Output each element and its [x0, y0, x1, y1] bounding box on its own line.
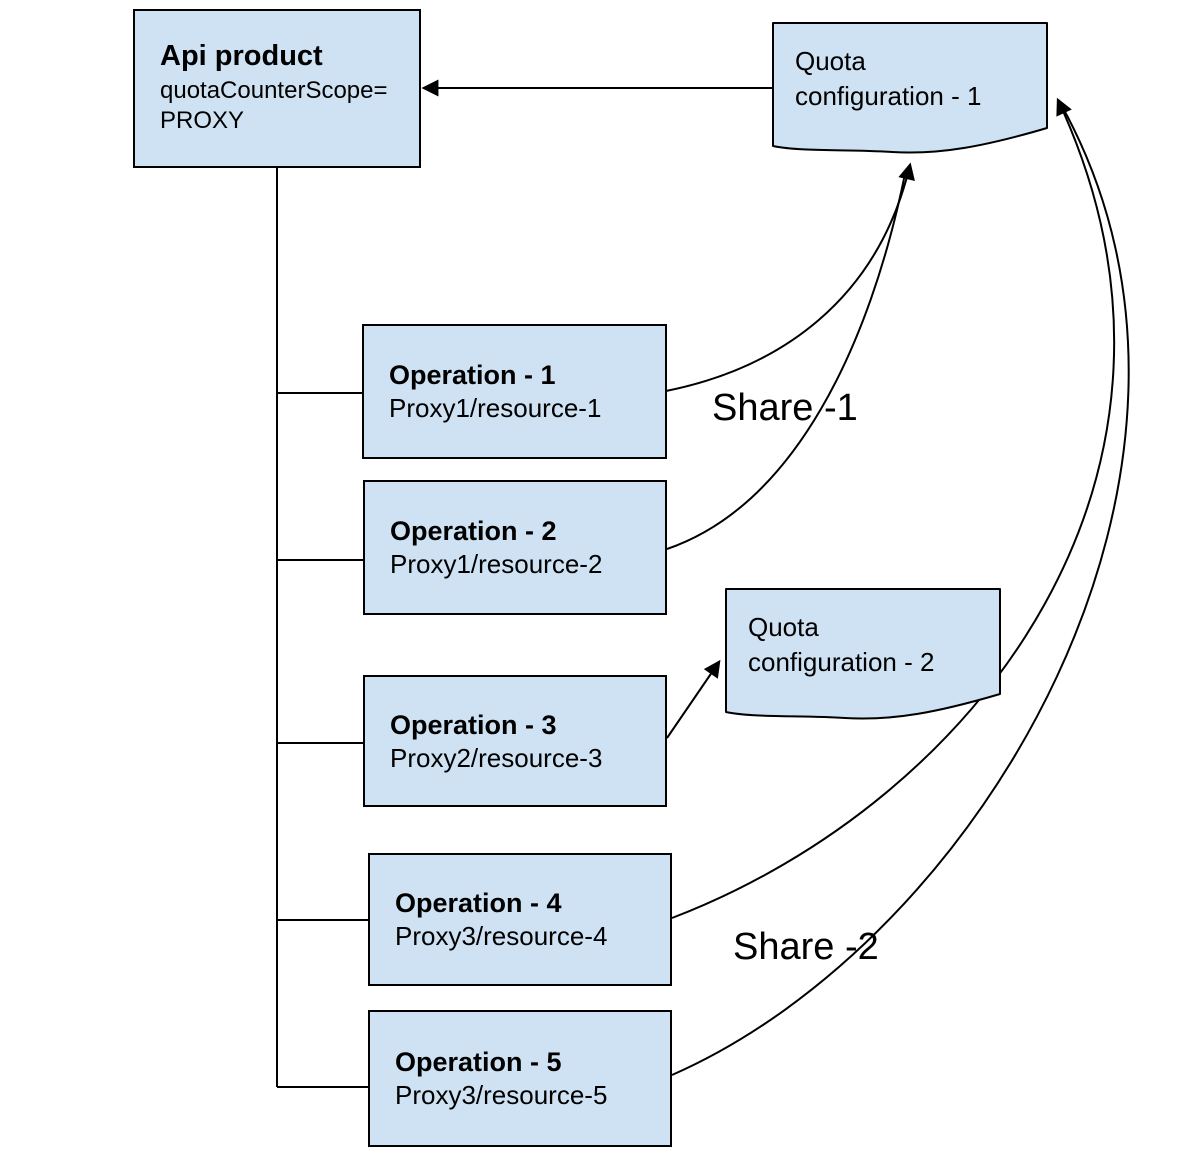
share-1-label: Share -1: [712, 387, 858, 429]
operation-1-box: Operation - 1 Proxy1/resource-1: [362, 324, 667, 459]
edge-operation-4-to-quota1: [671, 97, 1116, 919]
operation-1-title: Operation - 1: [389, 360, 556, 390]
operation-4-title: Operation - 4: [395, 888, 562, 918]
api-product-attr-line1: quotaCounterScope=: [160, 77, 388, 104]
api-product-title: Api product: [160, 40, 323, 72]
quota-config-1-box: Quota configuration - 1: [772, 22, 1048, 164]
quota-config-1-line1: Quota: [795, 46, 866, 76]
operation-3-subtitle: Proxy2/resource-3: [390, 742, 603, 773]
operation-1-subtitle: Proxy1/resource-1: [389, 393, 602, 423]
share-2-label: Share -2: [733, 926, 879, 968]
operation-2-box: Operation - 2 Proxy1/resource-2: [363, 480, 667, 615]
operation-4-box: Operation - 4 Proxy3/resource-4: [368, 853, 672, 986]
quota-config-1-line2: configuration - 1: [795, 81, 982, 111]
operation-3-box: Operation - 3 Proxy2/resource-3: [363, 675, 667, 807]
edge-operation-2-to-quota1: [666, 173, 906, 550]
quota-config-2-box: Quota configuration - 2: [725, 588, 1001, 730]
document-shape-icon: [772, 22, 1048, 154]
edge-operation-3-to-quota2: [666, 659, 721, 739]
operation-3-title: Operation - 3: [390, 709, 557, 740]
operation-2-subtitle: Proxy1/resource-2: [390, 549, 603, 579]
quota-config-2-line2: configuration - 2: [748, 647, 935, 677]
document-shape-icon: [725, 588, 1001, 720]
operation-5-subtitle: Proxy3/resource-5: [395, 1080, 608, 1110]
quota-config-2-line1: Quota: [748, 612, 819, 642]
operation-4-subtitle: Proxy3/resource-4: [395, 921, 608, 951]
quota-config-1-text: Quota configuration - 1: [795, 44, 981, 114]
api-product-box: Api product quotaCounterScope= PROXY: [133, 9, 421, 168]
edge-operation-1-to-quota1: [665, 162, 915, 392]
operation-5-title: Operation - 5: [395, 1047, 562, 1077]
quota-config-2-text: Quota configuration - 2: [748, 610, 934, 680]
operation-2-title: Operation - 2: [390, 516, 557, 546]
operation-5-box: Operation - 5 Proxy3/resource-5: [368, 1010, 672, 1147]
api-product-attr-line2: PROXY: [160, 107, 245, 134]
